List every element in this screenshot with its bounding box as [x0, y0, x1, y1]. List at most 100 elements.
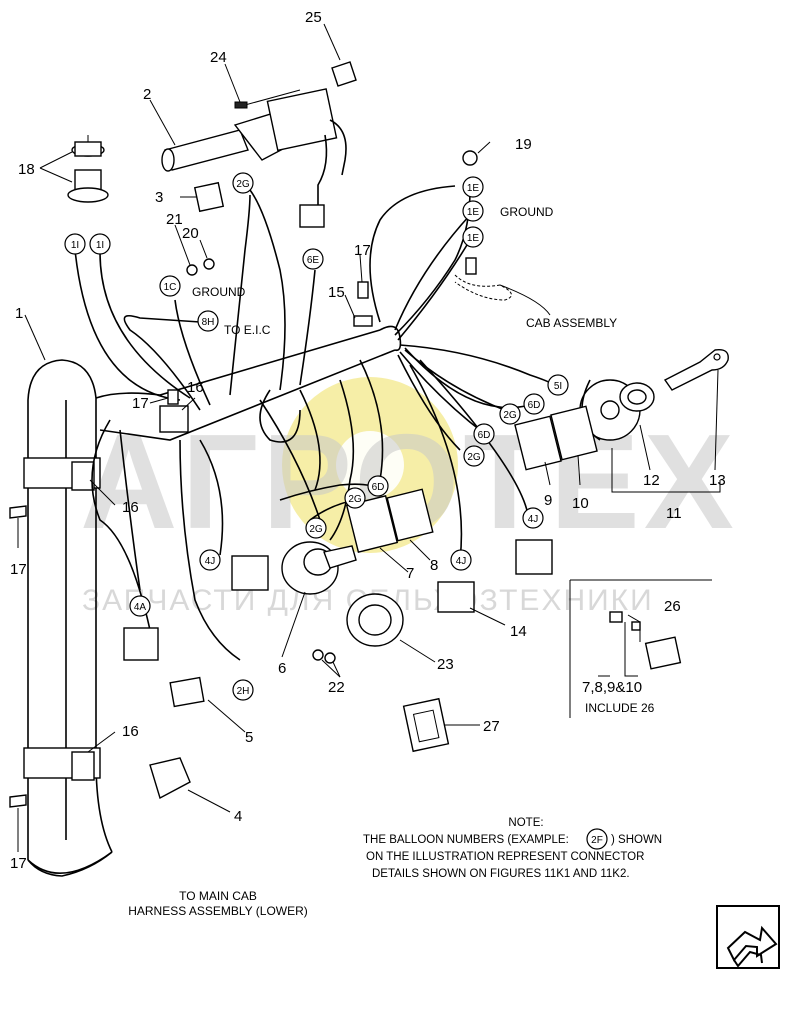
- svg-text:1C: 1C: [164, 282, 177, 293]
- callout-17-center: 17: [354, 242, 371, 259]
- callout-2: 2: [143, 86, 151, 103]
- callout-14: 14: [510, 623, 527, 640]
- callout-11: 11: [666, 505, 682, 522]
- svg-text:2H: 2H: [237, 686, 250, 697]
- next-page-arrow-icon: [726, 925, 778, 968]
- callout-15: 15: [328, 284, 345, 301]
- balloon-2G-b: 2G: [499, 403, 521, 425]
- callout-26: 26: [664, 598, 681, 615]
- callout-24: 24: [210, 49, 227, 66]
- svg-text:2G: 2G: [236, 179, 250, 190]
- callout-16-upper: 16: [187, 379, 204, 396]
- balloon-1E-b: 1E: [462, 200, 484, 222]
- svg-text:5I: 5I: [554, 381, 562, 392]
- callout-7: 7: [406, 565, 414, 582]
- callout-12: 12: [643, 472, 660, 489]
- svg-text:6E: 6E: [307, 255, 320, 266]
- balloon-1C: 1C: [159, 275, 181, 297]
- svg-text:4J: 4J: [456, 556, 467, 567]
- balloon-2G-top: 2G: [232, 172, 254, 194]
- label-harness-lower: HARNESS ASSEMBLY (LOWER): [128, 904, 308, 918]
- connector-balloons: 2G 1E 1E 1E 1I 1I 1C 8H: [64, 172, 569, 701]
- svg-text:1E: 1E: [467, 233, 480, 244]
- svg-text:6D: 6D: [478, 430, 491, 441]
- balloon-5I: 5I: [547, 374, 569, 396]
- callout-22: 22: [328, 679, 345, 696]
- svg-text:2G: 2G: [467, 452, 481, 463]
- note-heading: NOTE:: [508, 817, 543, 829]
- balloon-1E-a: 1E: [462, 176, 484, 198]
- svg-text:8H: 8H: [202, 317, 215, 328]
- svg-text:1E: 1E: [467, 207, 480, 218]
- balloon-2H: 2H: [232, 679, 254, 701]
- balloon-4A: 4A: [129, 595, 151, 617]
- label-include-set: 7,8,9&10: [582, 679, 642, 696]
- svg-text:2G: 2G: [503, 410, 517, 421]
- push-switch: [67, 135, 109, 203]
- callout-21: 21: [166, 211, 183, 228]
- callout-16-middle: 16: [122, 499, 139, 516]
- ground-studs: [186, 150, 512, 301]
- callout-17-middle: 17: [10, 561, 27, 578]
- callout-19: 19: [515, 136, 532, 153]
- rotary-switch: [281, 541, 357, 595]
- note-line1-post: ) SHOWN: [611, 834, 662, 846]
- balloon-4J-a: 4J: [522, 507, 544, 529]
- callout-17-lower: 17: [10, 855, 27, 872]
- flasher-relays: [231, 539, 553, 613]
- callout-17-upper: 17: [132, 395, 149, 412]
- balloon-4J-b: 4J: [450, 549, 472, 571]
- main-harness-trunk: [23, 325, 402, 877]
- callout-10: 10: [572, 495, 589, 512]
- label-to-main-cab: TO MAIN CAB: [179, 889, 257, 903]
- balloon-6E: 6E: [302, 248, 324, 270]
- callout-13: 13: [709, 472, 726, 489]
- svg-text:1I: 1I: [96, 240, 104, 251]
- wire-branches: [74, 185, 561, 661]
- balloon-1I-b: 1I: [89, 233, 111, 255]
- ignition-lock: [579, 349, 729, 441]
- callout-16-lower: 16: [122, 723, 139, 740]
- balloon-6D-c: 6D: [367, 475, 389, 497]
- callout-18: 18: [18, 161, 35, 178]
- balloon-6D-b: 6D: [473, 423, 495, 445]
- balloon-4J-c: 4J: [199, 549, 221, 571]
- balloon-2G-c: 2G: [463, 445, 485, 467]
- svg-text:2F: 2F: [591, 835, 603, 846]
- label-ground-left: GROUND: [192, 285, 246, 299]
- callout-1: 1: [15, 305, 23, 322]
- callout-numbers: 25 24 2 3 18 21 20 17 15 19 1 17 16 16 1…: [10, 9, 726, 872]
- bolts: [9, 281, 373, 808]
- svg-text:4J: 4J: [205, 556, 216, 567]
- svg-text:2G: 2G: [348, 494, 362, 505]
- callout-8: 8: [430, 557, 438, 574]
- svg-text:6D: 6D: [372, 482, 385, 493]
- multifunction-switch: [161, 61, 357, 228]
- rocker-switches-right: [345, 405, 598, 553]
- callout-20: 20: [182, 225, 199, 242]
- label-ground-right: GROUND: [500, 205, 554, 219]
- svg-text:4A: 4A: [134, 602, 147, 613]
- balloon-2G-e: 2G: [305, 517, 327, 539]
- next-page-button[interactable]: [716, 905, 780, 969]
- leader-lines: [17, 23, 721, 852]
- svg-text:1I: 1I: [71, 240, 79, 251]
- connectors-left: [123, 627, 205, 800]
- callout-3: 3: [155, 189, 163, 206]
- note-block: NOTE: THE BALLOON NUMBERS (EXAMPLE: 2F )…: [363, 817, 662, 880]
- note-example-balloon: 2F: [586, 828, 608, 850]
- text-labels: GROUND TO E.I.C GROUND CAB ASSEMBLY 7,8,…: [128, 205, 654, 918]
- callout-5: 5: [245, 729, 253, 746]
- callout-4: 4: [234, 808, 242, 825]
- label-to-eic: TO E.I.C: [224, 323, 271, 337]
- note-line3: DETAILS SHOWN ON FIGURES 11K1 AND 11K2.: [372, 868, 630, 880]
- svg-text:2G: 2G: [309, 524, 323, 535]
- note-line1-pre: THE BALLOON NUMBERS (EXAMPLE:: [363, 834, 569, 846]
- callout-23: 23: [437, 656, 454, 673]
- note-line2: ON THE ILLUSTRATION REPRESENT CONNECTOR: [366, 851, 644, 863]
- label-cab-assembly: CAB ASSEMBLY: [526, 316, 617, 330]
- callout-6: 6: [278, 660, 286, 677]
- label-include-26: INCLUDE 26: [585, 701, 655, 715]
- callout-27: 27: [483, 718, 500, 735]
